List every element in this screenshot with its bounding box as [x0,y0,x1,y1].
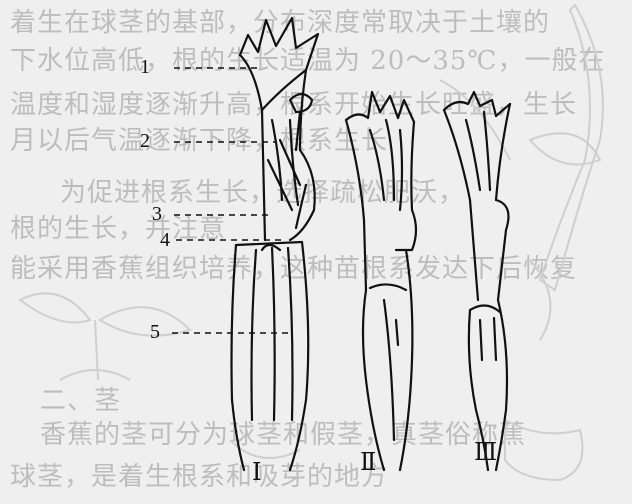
stage-label-3: Ⅲ [474,438,497,466]
label-part-5: 5 [150,321,160,344]
leader-lines [172,68,290,333]
label-part-3: 3 [152,203,162,226]
sucker-stage-1 [232,18,319,470]
label-part-4: 4 [160,229,170,252]
stage-label-1: Ⅰ [252,458,261,486]
label-part-2: 2 [140,130,150,153]
background-plant-left [20,293,190,380]
sucker-stage-2 [346,92,416,470]
label-part-1: 1 [140,56,150,79]
sucker-stage-3 [444,92,510,470]
stage-label-2: Ⅱ [360,448,376,476]
